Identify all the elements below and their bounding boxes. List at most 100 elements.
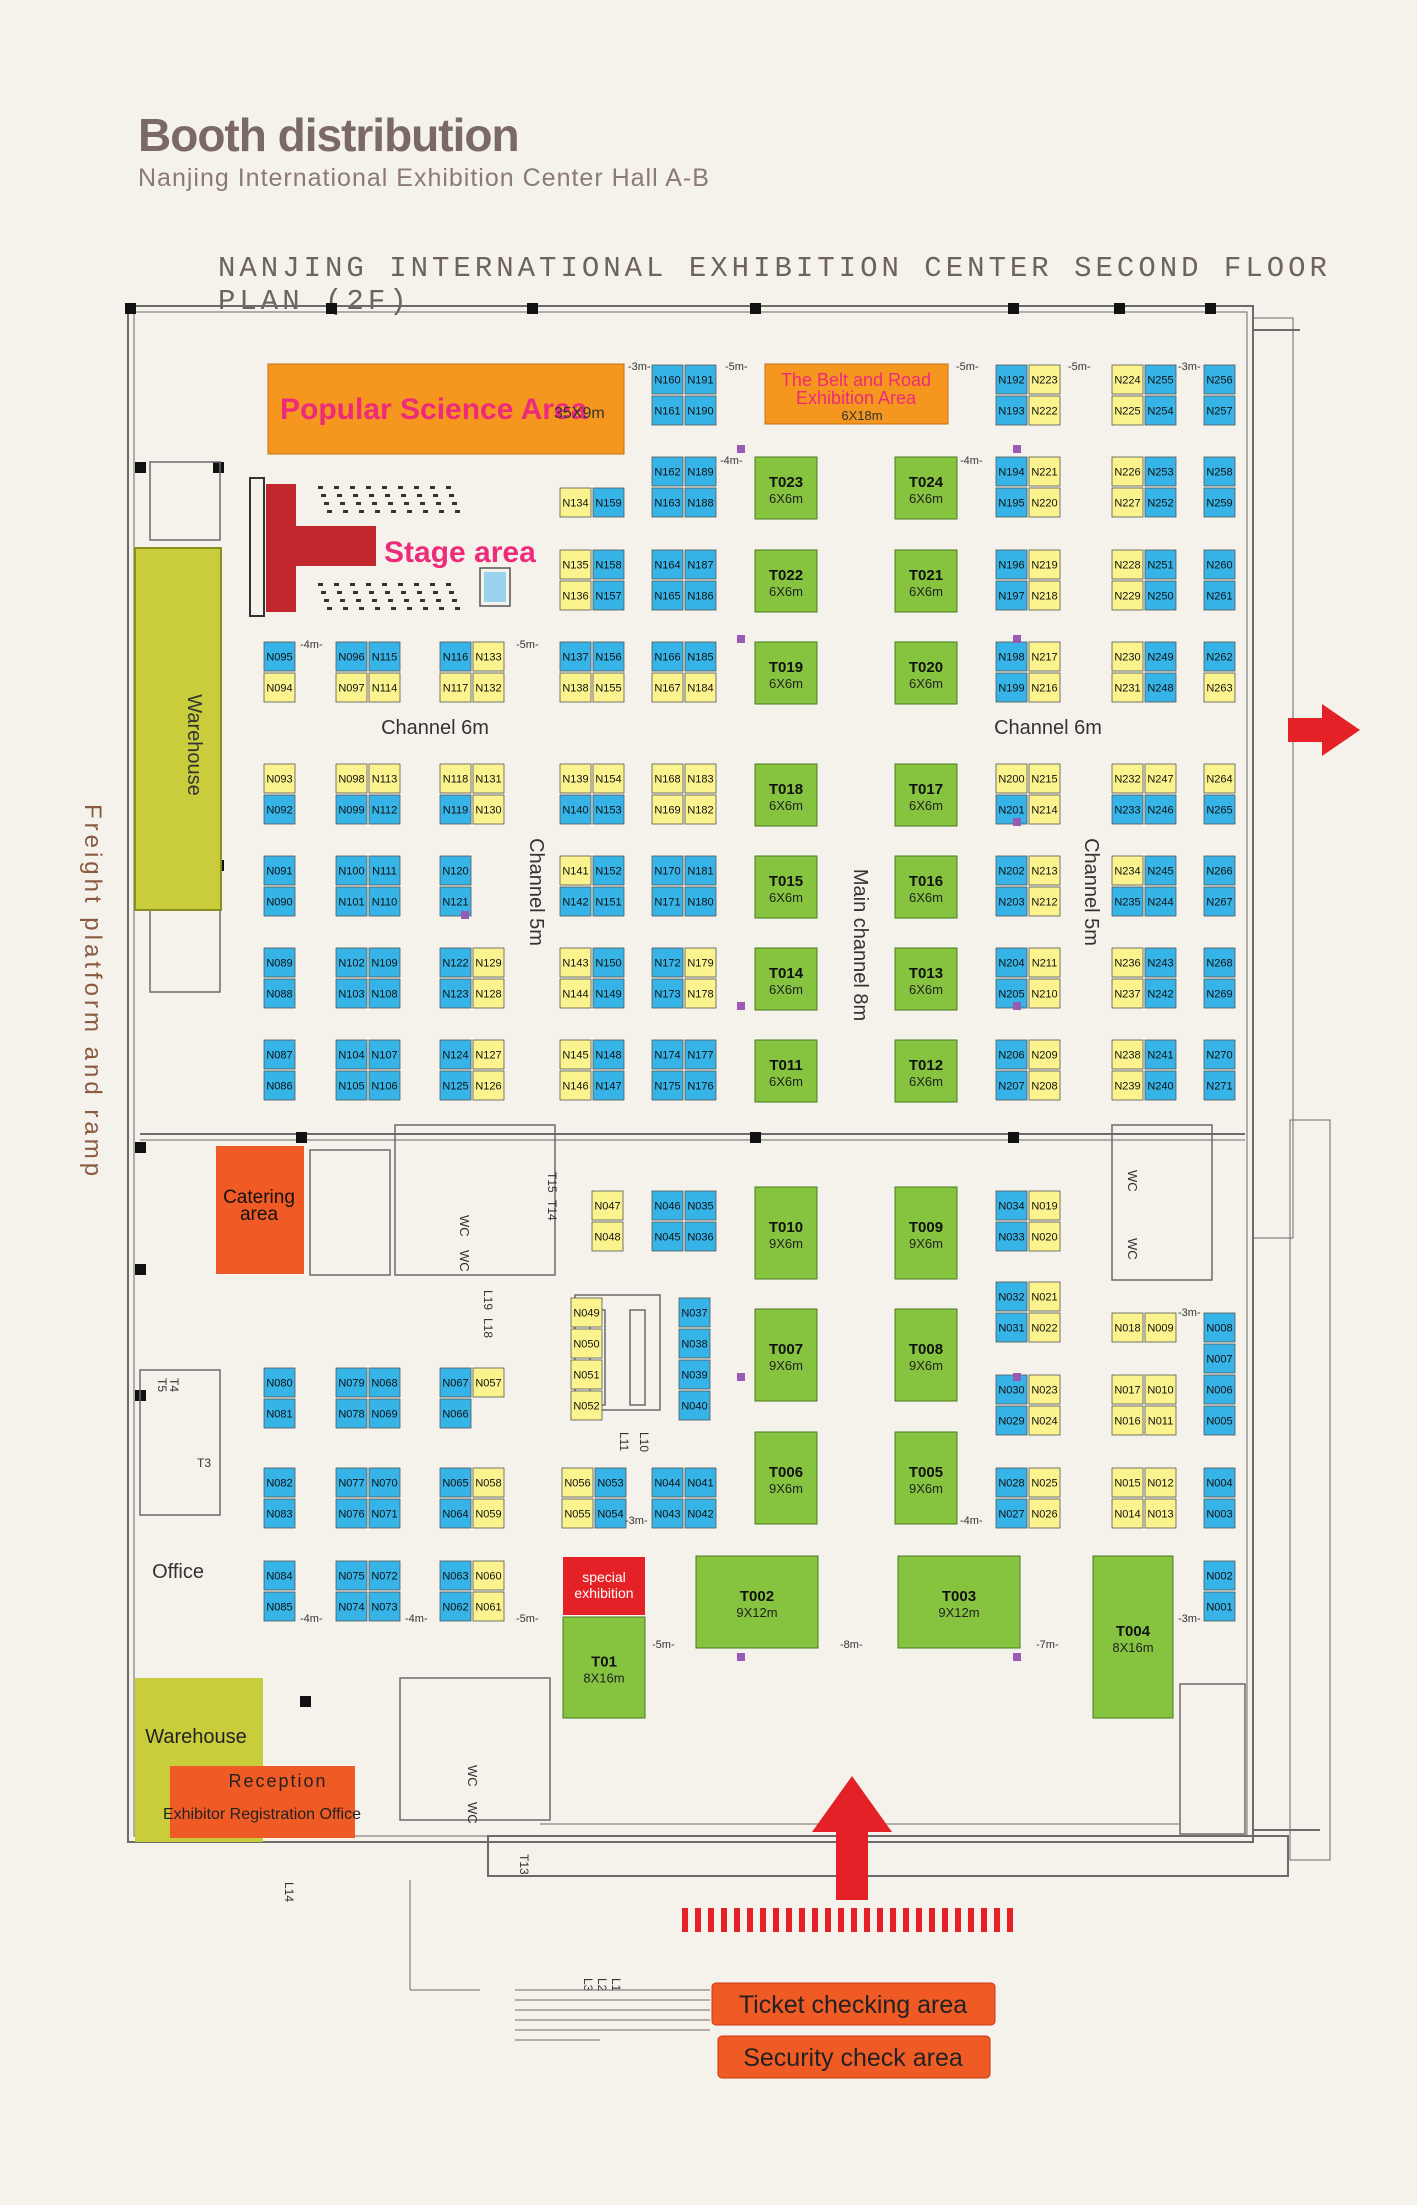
booth-n135[interactable]: N135 — [559, 549, 592, 580]
booth-n102[interactable]: N102 — [335, 947, 368, 978]
booth-n232[interactable]: N232 — [1111, 763, 1144, 794]
booth-n227[interactable]: N227 — [1111, 487, 1144, 518]
booth-n158[interactable]: N158 — [592, 549, 625, 580]
booth-n188[interactable]: N188 — [684, 487, 717, 518]
booth-n258[interactable]: N258 — [1203, 456, 1236, 487]
booth-n234[interactable]: N234 — [1111, 855, 1144, 886]
booth-n245[interactable]: N245 — [1144, 855, 1177, 886]
booth-n249[interactable]: N249 — [1144, 641, 1177, 672]
booth-n128[interactable]: N128 — [472, 978, 505, 1009]
booth-n049[interactable]: N049 — [570, 1297, 603, 1328]
booth-n228[interactable]: N228 — [1111, 549, 1144, 580]
booth-n032[interactable]: N032 — [995, 1281, 1028, 1312]
booth-n084[interactable]: N084 — [263, 1560, 296, 1591]
booth-n026[interactable]: N026 — [1028, 1498, 1061, 1529]
booth-n005[interactable]: N005 — [1203, 1405, 1236, 1436]
booth-n254[interactable]: N254 — [1144, 395, 1177, 426]
booth-n161[interactable]: N161 — [651, 395, 684, 426]
booth-n054[interactable]: N054 — [594, 1498, 627, 1529]
booth-n203[interactable]: N203 — [995, 886, 1028, 917]
booth-n001[interactable]: N001 — [1203, 1591, 1236, 1622]
booth-n011[interactable]: N011 — [1144, 1405, 1177, 1436]
booth-n143[interactable]: N143 — [559, 947, 592, 978]
booth-n197[interactable]: N197 — [995, 580, 1028, 611]
booth-n006[interactable]: N006 — [1203, 1374, 1236, 1405]
booth-n074[interactable]: N074 — [335, 1591, 368, 1622]
booth-n046[interactable]: N046 — [651, 1190, 684, 1221]
booth-n177[interactable]: N177 — [684, 1039, 717, 1070]
booth-n257[interactable]: N257 — [1203, 395, 1236, 426]
booth-n196[interactable]: N196 — [995, 549, 1028, 580]
booth-n202[interactable]: N202 — [995, 855, 1028, 886]
booth-n211[interactable]: N211 — [1028, 947, 1061, 978]
booth-n045[interactable]: N045 — [651, 1221, 684, 1252]
booth-n014[interactable]: N014 — [1111, 1498, 1144, 1529]
booth-n265[interactable]: N265 — [1203, 794, 1236, 825]
booth-n150[interactable]: N150 — [592, 947, 625, 978]
booth-n131[interactable]: N131 — [472, 763, 505, 794]
booth-n004[interactable]: N004 — [1203, 1467, 1236, 1498]
booth-n077[interactable]: N077 — [335, 1467, 368, 1498]
booth-n007[interactable]: N007 — [1203, 1343, 1236, 1374]
booth-n099[interactable]: N099 — [335, 794, 368, 825]
booth-n155[interactable]: N155 — [592, 672, 625, 703]
booth-n112[interactable]: N112 — [368, 794, 401, 825]
booth-n043[interactable]: N043 — [651, 1498, 684, 1529]
booth-n081[interactable]: N081 — [263, 1398, 296, 1429]
booth-n062[interactable]: N062 — [439, 1591, 472, 1622]
booth-n020[interactable]: N020 — [1028, 1221, 1061, 1252]
booth-n097[interactable]: N097 — [335, 672, 368, 703]
booth-n151[interactable]: N151 — [592, 886, 625, 917]
booth-n146[interactable]: N146 — [559, 1070, 592, 1101]
booth-n098[interactable]: N098 — [335, 763, 368, 794]
booth-n083[interactable]: N083 — [263, 1498, 296, 1529]
booth-n162[interactable]: N162 — [651, 456, 684, 487]
booth-n134[interactable]: N134 — [559, 487, 592, 518]
booth-n252[interactable]: N252 — [1144, 487, 1177, 518]
booth-n088[interactable]: N088 — [263, 978, 296, 1009]
booth-n064[interactable]: N064 — [439, 1498, 472, 1529]
booth-n027[interactable]: N027 — [995, 1498, 1028, 1529]
booth-n013[interactable]: N013 — [1144, 1498, 1177, 1529]
booth-n107[interactable]: N107 — [368, 1039, 401, 1070]
booth-n079[interactable]: N079 — [335, 1367, 368, 1398]
booth-n209[interactable]: N209 — [1028, 1039, 1061, 1070]
booth-n224[interactable]: N224 — [1111, 364, 1144, 395]
booth-n200[interactable]: N200 — [995, 763, 1028, 794]
booth-n095[interactable]: N095 — [263, 641, 296, 672]
booth-n144[interactable]: N144 — [559, 978, 592, 1009]
booth-n208[interactable]: N208 — [1028, 1070, 1061, 1101]
booth-n121[interactable]: N121 — [439, 886, 472, 917]
booth-n087[interactable]: N087 — [263, 1039, 296, 1070]
booth-n090[interactable]: N090 — [263, 886, 296, 917]
booth-n072[interactable]: N072 — [368, 1560, 401, 1591]
booth-n225[interactable]: N225 — [1111, 395, 1144, 426]
booth-n120[interactable]: N120 — [439, 855, 472, 886]
booth-n248[interactable]: N248 — [1144, 672, 1177, 703]
booth-n044[interactable]: N044 — [651, 1467, 684, 1498]
booth-n002[interactable]: N002 — [1203, 1560, 1236, 1591]
booth-n163[interactable]: N163 — [651, 487, 684, 518]
booth-n255[interactable]: N255 — [1144, 364, 1177, 395]
booth-n253[interactable]: N253 — [1144, 456, 1177, 487]
booth-n242[interactable]: N242 — [1144, 978, 1177, 1009]
booth-n271[interactable]: N271 — [1203, 1070, 1236, 1101]
booth-n190[interactable]: N190 — [684, 395, 717, 426]
booth-n122[interactable]: N122 — [439, 947, 472, 978]
booth-n015[interactable]: N015 — [1111, 1467, 1144, 1498]
booth-n226[interactable]: N226 — [1111, 456, 1144, 487]
booth-n186[interactable]: N186 — [684, 580, 717, 611]
booth-n010[interactable]: N010 — [1144, 1374, 1177, 1405]
booth-n221[interactable]: N221 — [1028, 456, 1061, 487]
